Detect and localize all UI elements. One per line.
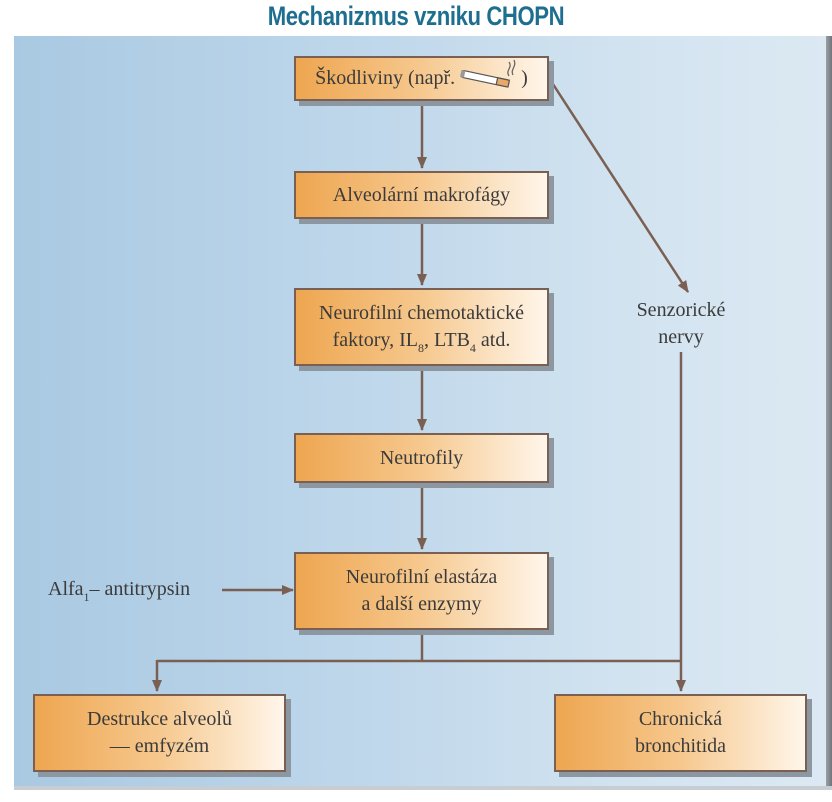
faktory-line2: faktory, IL8, LTB4 atd. <box>332 329 511 355</box>
bronchitida-line2: bronchitida <box>634 735 727 757</box>
box-destrukce: Destrukce alveolů — emfyzém <box>33 694 286 772</box>
skodliviny-close: ) <box>521 67 528 89</box>
diagram-title: Mechanizmus vzniku CHOPN <box>267 1 565 31</box>
bronchitida-line1: Chronická <box>638 708 723 730</box>
destrukce-line1: Destrukce alveolů <box>87 708 232 730</box>
panel-shadow <box>826 36 832 788</box>
arrow-skodliviny-nervy <box>547 77 690 293</box>
panel-shadow-bottom <box>14 786 832 790</box>
box-makrofagy: Alveolární makrofágy <box>294 171 549 219</box>
label-alfa-antitrypsin: Alfa1– antitrypsin <box>48 578 191 604</box>
destrukce-line2: — emfyzém <box>109 735 210 757</box>
elastaza-line1: Neurofilní elastáza <box>345 566 498 588</box>
box-bronchitida: Chronická bronchitida <box>554 694 807 772</box>
box-neutrofily: Neutrofily <box>294 433 549 483</box>
makrofagy-label: Alveolární makrofágy <box>332 183 511 206</box>
box-elastaza: Neurofilní elastáza a další enzymy <box>294 552 549 630</box>
skodliviny-label: Škodliviny (např. <box>315 67 456 89</box>
box-skodliviny: Škodliviny (např. ) <box>294 56 549 101</box>
label-senzoricke-nervy: Senzorické nervy <box>636 299 726 348</box>
box-faktory: Neurofilní chemotaktické faktory, IL8, L… <box>294 288 549 366</box>
faktory-line1: Neurofilní chemotaktické <box>319 302 524 324</box>
cigarette-icon <box>457 58 521 100</box>
elastaza-line2: a další enzymy <box>361 593 482 615</box>
neutrofily-label: Neutrofily <box>379 446 464 469</box>
